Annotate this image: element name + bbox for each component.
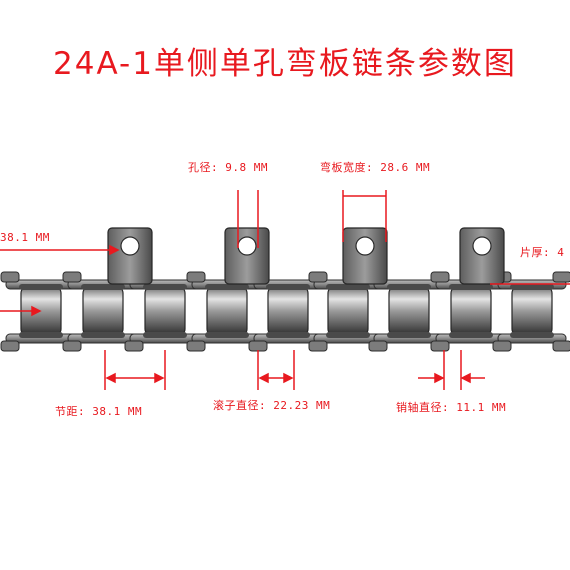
roller-rim-top [387,284,431,290]
pitch-arrow-right [154,372,165,384]
roller-rim-top [205,284,249,290]
left-dimension-label: 38.1 MM [0,231,50,244]
pin-arrow-right [460,372,471,384]
attachment-hole [237,236,257,256]
roller-rim-top [81,284,125,290]
roller [450,286,492,336]
roller [388,286,430,336]
roller-rim-top [143,284,187,290]
pin-head-top [308,271,328,283]
dimension-lines [0,190,570,390]
pin-head-top [186,271,206,283]
pin-head-bottom [368,340,388,352]
roller-chain [0,271,570,352]
roller-rim-bottom [326,332,370,338]
roller-rim-top [510,284,554,290]
pin-head-bottom [62,340,82,352]
roller [206,286,248,336]
attachment-tab [224,227,270,285]
diagram-title: 24A-1单侧单孔弯板链条参数图 [53,46,517,82]
roller [144,286,186,336]
pin-head-bottom [308,340,328,352]
roller-rim-top [266,284,310,290]
left-dim-arrow [109,244,120,256]
roller-rim-bottom [266,332,310,338]
roller-rim-bottom [387,332,431,338]
pin-arrow-left [434,372,445,384]
roller-rim-top [449,284,493,290]
roller-rim-bottom [81,332,125,338]
attachment-tab [107,227,153,285]
pin-head-bottom [552,340,570,352]
attachment-hole [355,236,375,256]
roller-rim-bottom [510,332,554,338]
pin-head-bottom [124,340,144,352]
pin-diameter-label: 销轴直径: 11.1 MM [396,401,507,414]
pitch-arrow-left [105,372,116,384]
plate-thickness-label: 片厚: 4 [520,246,565,259]
pin-head-bottom [248,340,268,352]
bend-plate-width-label: 弯板宽度: 28.6 MM [320,161,431,174]
pin-head-bottom [186,340,206,352]
roller [82,286,124,336]
pin-head-bottom [0,340,20,352]
roller-rim-top [326,284,370,290]
pin-head-top [430,271,450,283]
pitch-label: 节距: 38.1 MM [55,405,143,418]
roller-rim-top [19,284,63,290]
roller [327,286,369,336]
left-edge-arrow [31,305,42,317]
roller-arrow-left [258,372,269,384]
pin-head-bottom [430,340,450,352]
roller-arrow-right [283,372,294,384]
roller [511,286,553,336]
roller-rim-bottom [205,332,249,338]
attachment-tab [459,227,505,285]
hole-diameter-label: 孔径: 9.8 MM [188,161,268,174]
attachment-hole [472,236,492,256]
pin-head-top [0,271,20,283]
pin-head-top [62,271,82,283]
roller-rim-bottom [449,332,493,338]
pin-head-top [552,271,570,283]
attachment-tab [342,227,388,285]
roller [267,286,309,336]
roller-rim-bottom [19,332,63,338]
roller-diameter-label: 滚子直径: 22.23 MM [213,399,331,412]
pin-head-bottom [492,340,512,352]
attachment-hole [120,236,140,256]
roller-rim-bottom [143,332,187,338]
